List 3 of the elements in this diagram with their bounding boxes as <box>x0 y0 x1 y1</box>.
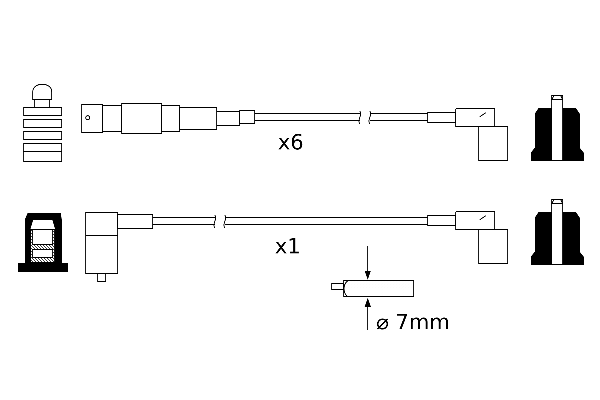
quantity-label: x6 <box>278 134 303 150</box>
dimension-label: ⌀ 7mm <box>377 314 448 330</box>
quantity-label: x1 <box>276 238 299 254</box>
